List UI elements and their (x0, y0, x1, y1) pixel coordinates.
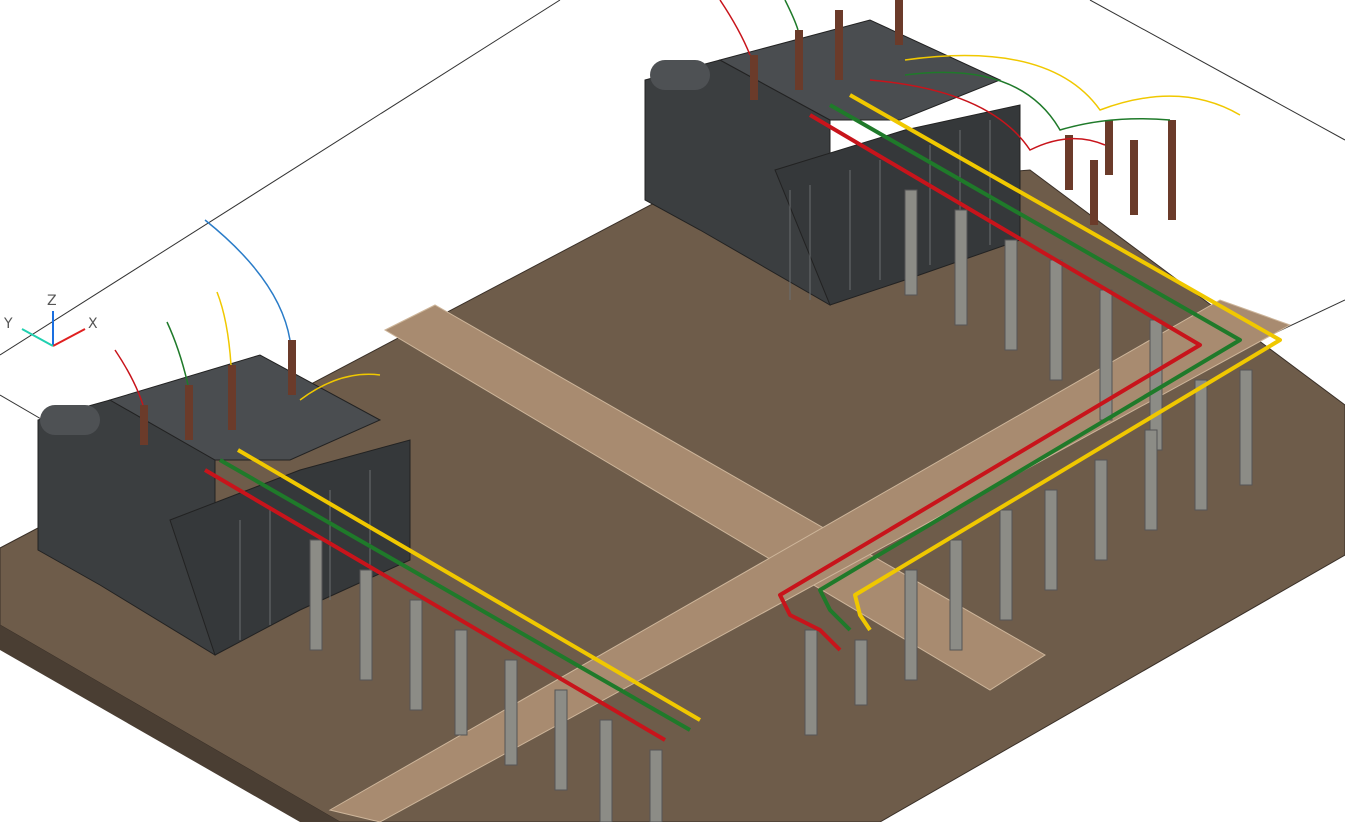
incoming-wires (114, 0, 1241, 406)
busbar-phase-b-upper (818, 103, 1242, 632)
walkway-cross (328, 299, 1292, 822)
support-posts (309, 189, 1253, 822)
slab-edge (0, 625, 340, 822)
transformer-lower[interactable] (37, 354, 411, 656)
axis-x-label: X (88, 316, 98, 332)
busbars (203, 93, 1282, 742)
axis-z-label: Z (47, 293, 57, 309)
bushings (140, 0, 1176, 445)
busbar-phase-b-lower (219, 458, 691, 732)
busbar-phase-c-upper (849, 93, 1282, 632)
busbar-phase-c-lower (236, 448, 702, 722)
axis-y-label: Y (3, 316, 13, 332)
busbar-phase-a-upper (778, 113, 1202, 652)
ucs-axis-indicator: Z Y X (3, 293, 98, 347)
busbar-phase-a-lower (203, 468, 667, 742)
